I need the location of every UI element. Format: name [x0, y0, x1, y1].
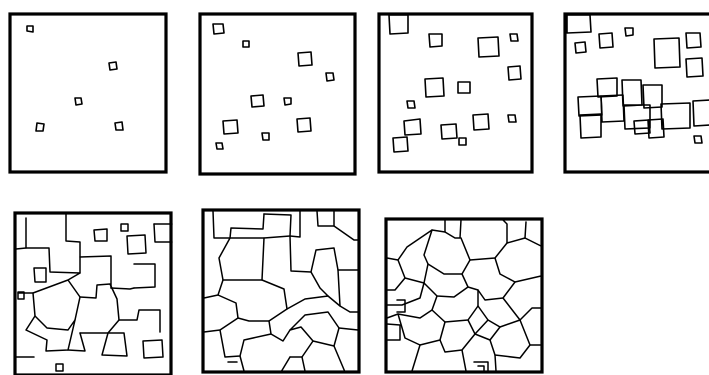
panel-1-frame: [10, 14, 166, 172]
panel-2: [200, 14, 355, 174]
panel-3: [379, 14, 532, 172]
panel-2-frame: [200, 14, 355, 174]
panel-3-grains: [389, 15, 521, 152]
panel-6-frame: [203, 210, 359, 372]
panel-2-grains: [213, 24, 334, 149]
panel-5-frame: [15, 213, 171, 375]
panel-6-boundaries: [204, 211, 358, 372]
panel-4-grains: [567, 15, 709, 143]
panel-4: [565, 14, 709, 172]
panel-4-frame: [565, 14, 709, 172]
panel-1: [10, 14, 166, 172]
panel-7-boundaries: [387, 220, 541, 372]
panel-3-frame: [379, 14, 532, 172]
panel-6: [203, 210, 359, 372]
panel-7-frame: [386, 219, 542, 372]
panel-7: [386, 219, 542, 372]
panel-1-grains: [27, 26, 123, 131]
panel-5: [15, 213, 172, 375]
panel-5-boundaries: [16, 214, 172, 371]
